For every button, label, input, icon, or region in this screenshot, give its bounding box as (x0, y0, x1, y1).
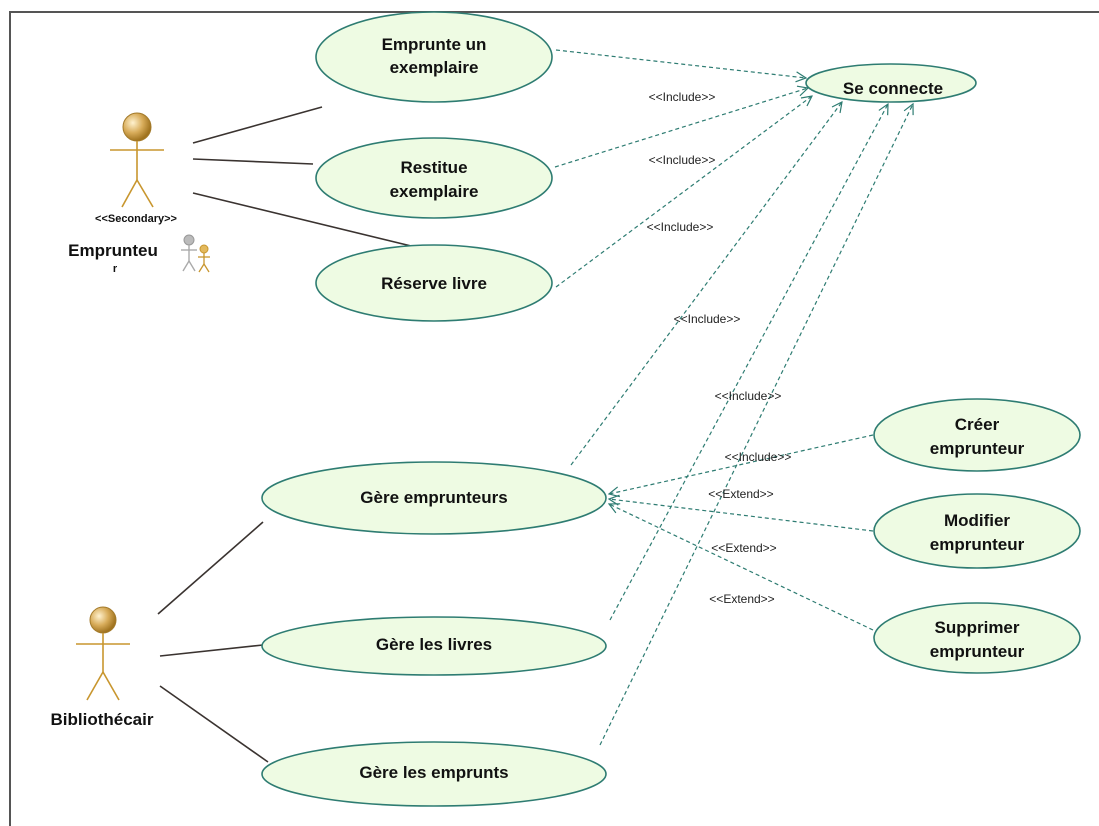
extend-label: <<Extend>> (708, 487, 773, 501)
frame-border (9, 11, 1099, 826)
association-emprunteur-emprunte (192, 106, 323, 144)
actor-icon (76, 606, 130, 701)
usecase-emprunte-un-exemplaire[interactable]: Emprunte un exemplaire (315, 11, 553, 103)
usecase-label: Se connecte (843, 79, 943, 98)
include-arrow-emprunte (555, 49, 806, 78)
include-label: <<Include>> (725, 450, 792, 464)
actor-name: Bibliothécair (51, 710, 154, 729)
association-emprunteur-restitue (192, 158, 314, 165)
extend-arrow-supprimer (609, 504, 874, 631)
usecase-gere-les-emprunts[interactable]: Gère les emprunts (261, 741, 607, 807)
usecase-supprimer-emprunteur[interactable]: Supprimer emprunteur (873, 602, 1081, 674)
actor-name-continued: r (113, 263, 118, 275)
associations (157, 106, 441, 763)
association-bibliothecaire-gere-emprunts (159, 685, 269, 763)
include-arrow-gere-emprunteurs (570, 102, 842, 466)
usecase-label: exemplaire (390, 58, 479, 77)
usecase-label: exemplaire (390, 182, 479, 201)
extend-label: <<Extend>> (709, 592, 774, 606)
usecase-label: Restitue (400, 158, 467, 177)
include-arrow-gere-emprunts (599, 104, 913, 746)
usecase-label: Gère les emprunts (359, 763, 508, 782)
usecase-restitue-exemplaire[interactable]: Restitue exemplaire (315, 137, 553, 219)
usecase-label: Supprimer (934, 618, 1019, 637)
actor-bibliothecaire[interactable]: Bibliothécair (51, 606, 154, 729)
usecase-label: emprunteur (930, 642, 1025, 661)
usecase-label: Réserve livre (381, 274, 487, 293)
usecase-gere-les-livres[interactable]: Gère les livres (261, 616, 607, 676)
include-arrow-creer (609, 434, 874, 494)
usecase-label: Modifier (944, 511, 1010, 530)
usecase-label: emprunteur (930, 439, 1025, 458)
include-label: <<Include>> (649, 90, 716, 104)
extend-label: <<Extend>> (711, 541, 776, 555)
association-bibliothecaire-gere-livres (159, 644, 264, 657)
include-label: <<Include>> (649, 153, 716, 167)
usecase-creer-emprunteur[interactable]: Créer emprunteur (873, 398, 1081, 472)
include-label: <<Include>> (674, 312, 741, 326)
association-bibliothecaire-gere-emprunteurs (157, 521, 264, 615)
include-label: <<Include>> (715, 389, 782, 403)
usecase-label: Gère emprunteurs (360, 488, 507, 507)
usecase-se-connecte[interactable]: Se connecte (805, 63, 977, 103)
actor-name: Emprunteu (68, 241, 158, 260)
include-arrow-reserve (555, 96, 812, 288)
include-label: <<Include>> (647, 220, 714, 234)
secondary-actor-icon (181, 234, 210, 273)
association-emprunteur-reserve (192, 192, 441, 254)
dependencies (554, 49, 913, 746)
include-arrow-restitue (554, 88, 808, 168)
usecase-label: Emprunte un (382, 35, 487, 54)
actor-icon (110, 112, 164, 208)
actor-stereotype: <<Secondary>> (95, 213, 177, 225)
extend-arrow-modifier (609, 499, 874, 532)
relation-labels: <<Include>> <<Include>> <<Include>> <<In… (647, 90, 792, 606)
usecase-reserve-livre[interactable]: Réserve livre (315, 244, 553, 322)
actor-emprunteur[interactable]: <<Secondary>> Emprunteu r (68, 112, 210, 275)
usecase-gere-emprunteurs[interactable]: Gère emprunteurs (261, 461, 607, 535)
usecase-label: emprunteur (930, 535, 1025, 554)
usecase-modifier-emprunteur[interactable]: Modifier emprunteur (873, 493, 1081, 569)
usecase-label: Créer (955, 415, 1000, 434)
usecase-label: Gère les livres (376, 635, 492, 654)
